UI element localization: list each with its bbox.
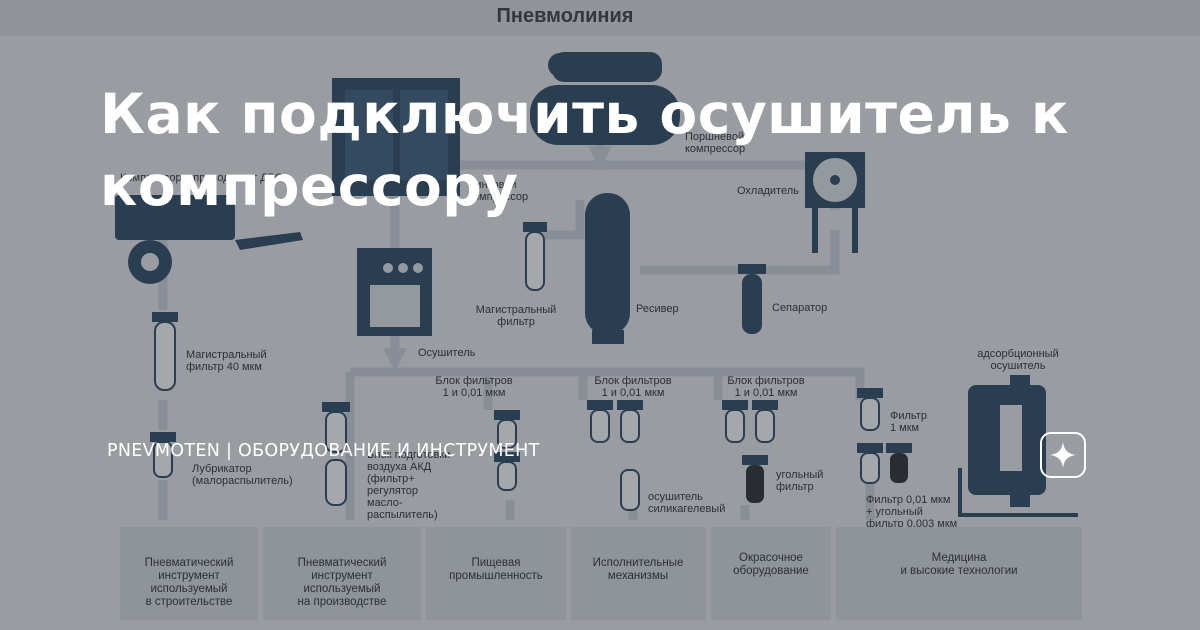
filter-block-3-icon — [722, 400, 778, 503]
label-main-filter-1: Магистральный — [476, 304, 557, 316]
dryer-icon — [357, 248, 432, 336]
dest-2-line-2: инструмент — [311, 570, 373, 582]
label-fine-filters-1: Фильтр 0,01 мкм — [866, 494, 950, 506]
label-main-filter-40-2: фильтр 40 мкм — [186, 361, 262, 373]
label-lubricator-1: Лубрикатор — [192, 463, 252, 475]
receiver-icon — [585, 193, 630, 344]
adsorption-dryer-icon — [958, 375, 1078, 517]
label-main-filter-2: фильтр — [497, 316, 535, 328]
label-screw-compressor-2: компрессор — [468, 191, 528, 203]
akd-prep-unit-icon — [322, 402, 350, 506]
label-adsorption-1: адсорбционный — [977, 348, 1058, 360]
piston-compressor-icon — [530, 52, 680, 145]
filter-block-1-icon — [494, 410, 520, 491]
dest-2-line-1: Пневматический — [298, 557, 387, 569]
label-filter-1-b: 1 мкм — [890, 422, 919, 434]
label-cooler: Охладитель — [737, 185, 799, 197]
cooler-icon — [805, 152, 865, 253]
destination-panels — [120, 527, 1082, 620]
ice-compressor-icon — [115, 195, 303, 284]
label-ice-compressor: Компрессор с приводом от ДВС — [120, 172, 283, 184]
dest-4-line-1: Исполнительные — [593, 557, 684, 569]
dest-2-line-4: на производстве — [298, 596, 387, 608]
channel-name[interactable]: PNEVMOTEN | ОБОРУДОВАНИЕ И ИНСТРУМЕНТ — [107, 441, 540, 461]
label-filter-block-2-b: 1 и 0,01 мкм — [602, 387, 665, 399]
label-separator: Сепаратор — [772, 302, 827, 314]
main-filter-40-icon — [152, 312, 178, 391]
label-carbon-filter-1: угольный — [776, 469, 823, 481]
sparkle-icon — [1050, 442, 1076, 468]
label-filter-1-a: Фильтр — [890, 410, 927, 422]
label-main-filter-40-1: Магистральный — [186, 349, 267, 361]
dest-3-line-1: Пищевая — [471, 557, 520, 569]
dest-1-line-1: Пневматический — [145, 557, 234, 569]
label-adsorption-2: осушитель — [991, 360, 1046, 372]
label-silica-dryer-2: силикагелевый — [648, 503, 725, 515]
filter-block-2-icon — [587, 400, 643, 511]
label-akd-6: распылитель) — [367, 509, 438, 521]
label-receiver: Ресивер — [636, 303, 679, 315]
dest-5-line-2: оборудование — [733, 565, 809, 577]
label-lubricator-2: (малораспылитель) — [192, 475, 293, 487]
separator-icon — [738, 264, 766, 334]
label-carbon-filter-2: фильтр — [776, 481, 814, 493]
label-akd-5: масло- — [367, 497, 403, 509]
dest-6-line-1: Медицина — [932, 552, 987, 564]
label-akd-1: Блок подготовки — [367, 449, 450, 461]
dest-6-line-2: и высокие технологии — [900, 565, 1017, 577]
diagram-title: Пневмолиния — [497, 5, 634, 27]
label-akd-2: воздуха АКД — [367, 461, 432, 473]
label-fine-filters-2: + угольный — [866, 506, 923, 518]
label-filter-block-3-b: 1 и 0,01 мкм — [735, 387, 798, 399]
fine-filters-icon — [857, 388, 912, 484]
label-filter-block-2-a: Блок фильтров — [594, 375, 671, 387]
label-filter-block-3-a: Блок фильтров — [727, 375, 804, 387]
dest-5-line-1: Окрасочное — [739, 552, 803, 564]
screw-compressor-icon — [332, 78, 460, 196]
dest-1-line-2: инструмент — [158, 570, 220, 582]
dest-1-line-4: в строительстве — [146, 596, 233, 608]
headline-line-1: Как подключить осушитель к — [100, 82, 1069, 146]
label-piston-compressor-1: Поршневой — [685, 131, 744, 143]
lubricator-icon — [150, 432, 176, 478]
label-silica-dryer-1: осушитель — [648, 491, 703, 503]
label-filter-block-1-a: Блок фильтров — [435, 375, 512, 387]
dest-1-line-3: используемый — [150, 583, 227, 595]
label-dryer: Осушитель — [418, 347, 476, 359]
label-filter-block-1-b: 1 и 0,01 мкм — [443, 387, 506, 399]
article-headline[interactable]: Как подключить осушитель к компрессору — [100, 78, 1100, 222]
dest-2-line-3: используемый — [303, 583, 380, 595]
dest-3-line-2: промышленность — [449, 570, 543, 582]
headline-line-2: компрессору — [100, 154, 519, 218]
main-filter-icon — [523, 222, 547, 291]
header-bar — [0, 0, 1200, 36]
label-akd-4: регулятор — [367, 485, 418, 497]
dest-4-line-2: механизмы — [608, 570, 668, 582]
channel-badge[interactable] — [1040, 432, 1086, 478]
label-piston-compressor-2: компрессор — [685, 143, 745, 155]
label-screw-compressor-1: Винтовой — [468, 179, 517, 191]
label-akd-3: (фильтр+ — [367, 473, 415, 485]
